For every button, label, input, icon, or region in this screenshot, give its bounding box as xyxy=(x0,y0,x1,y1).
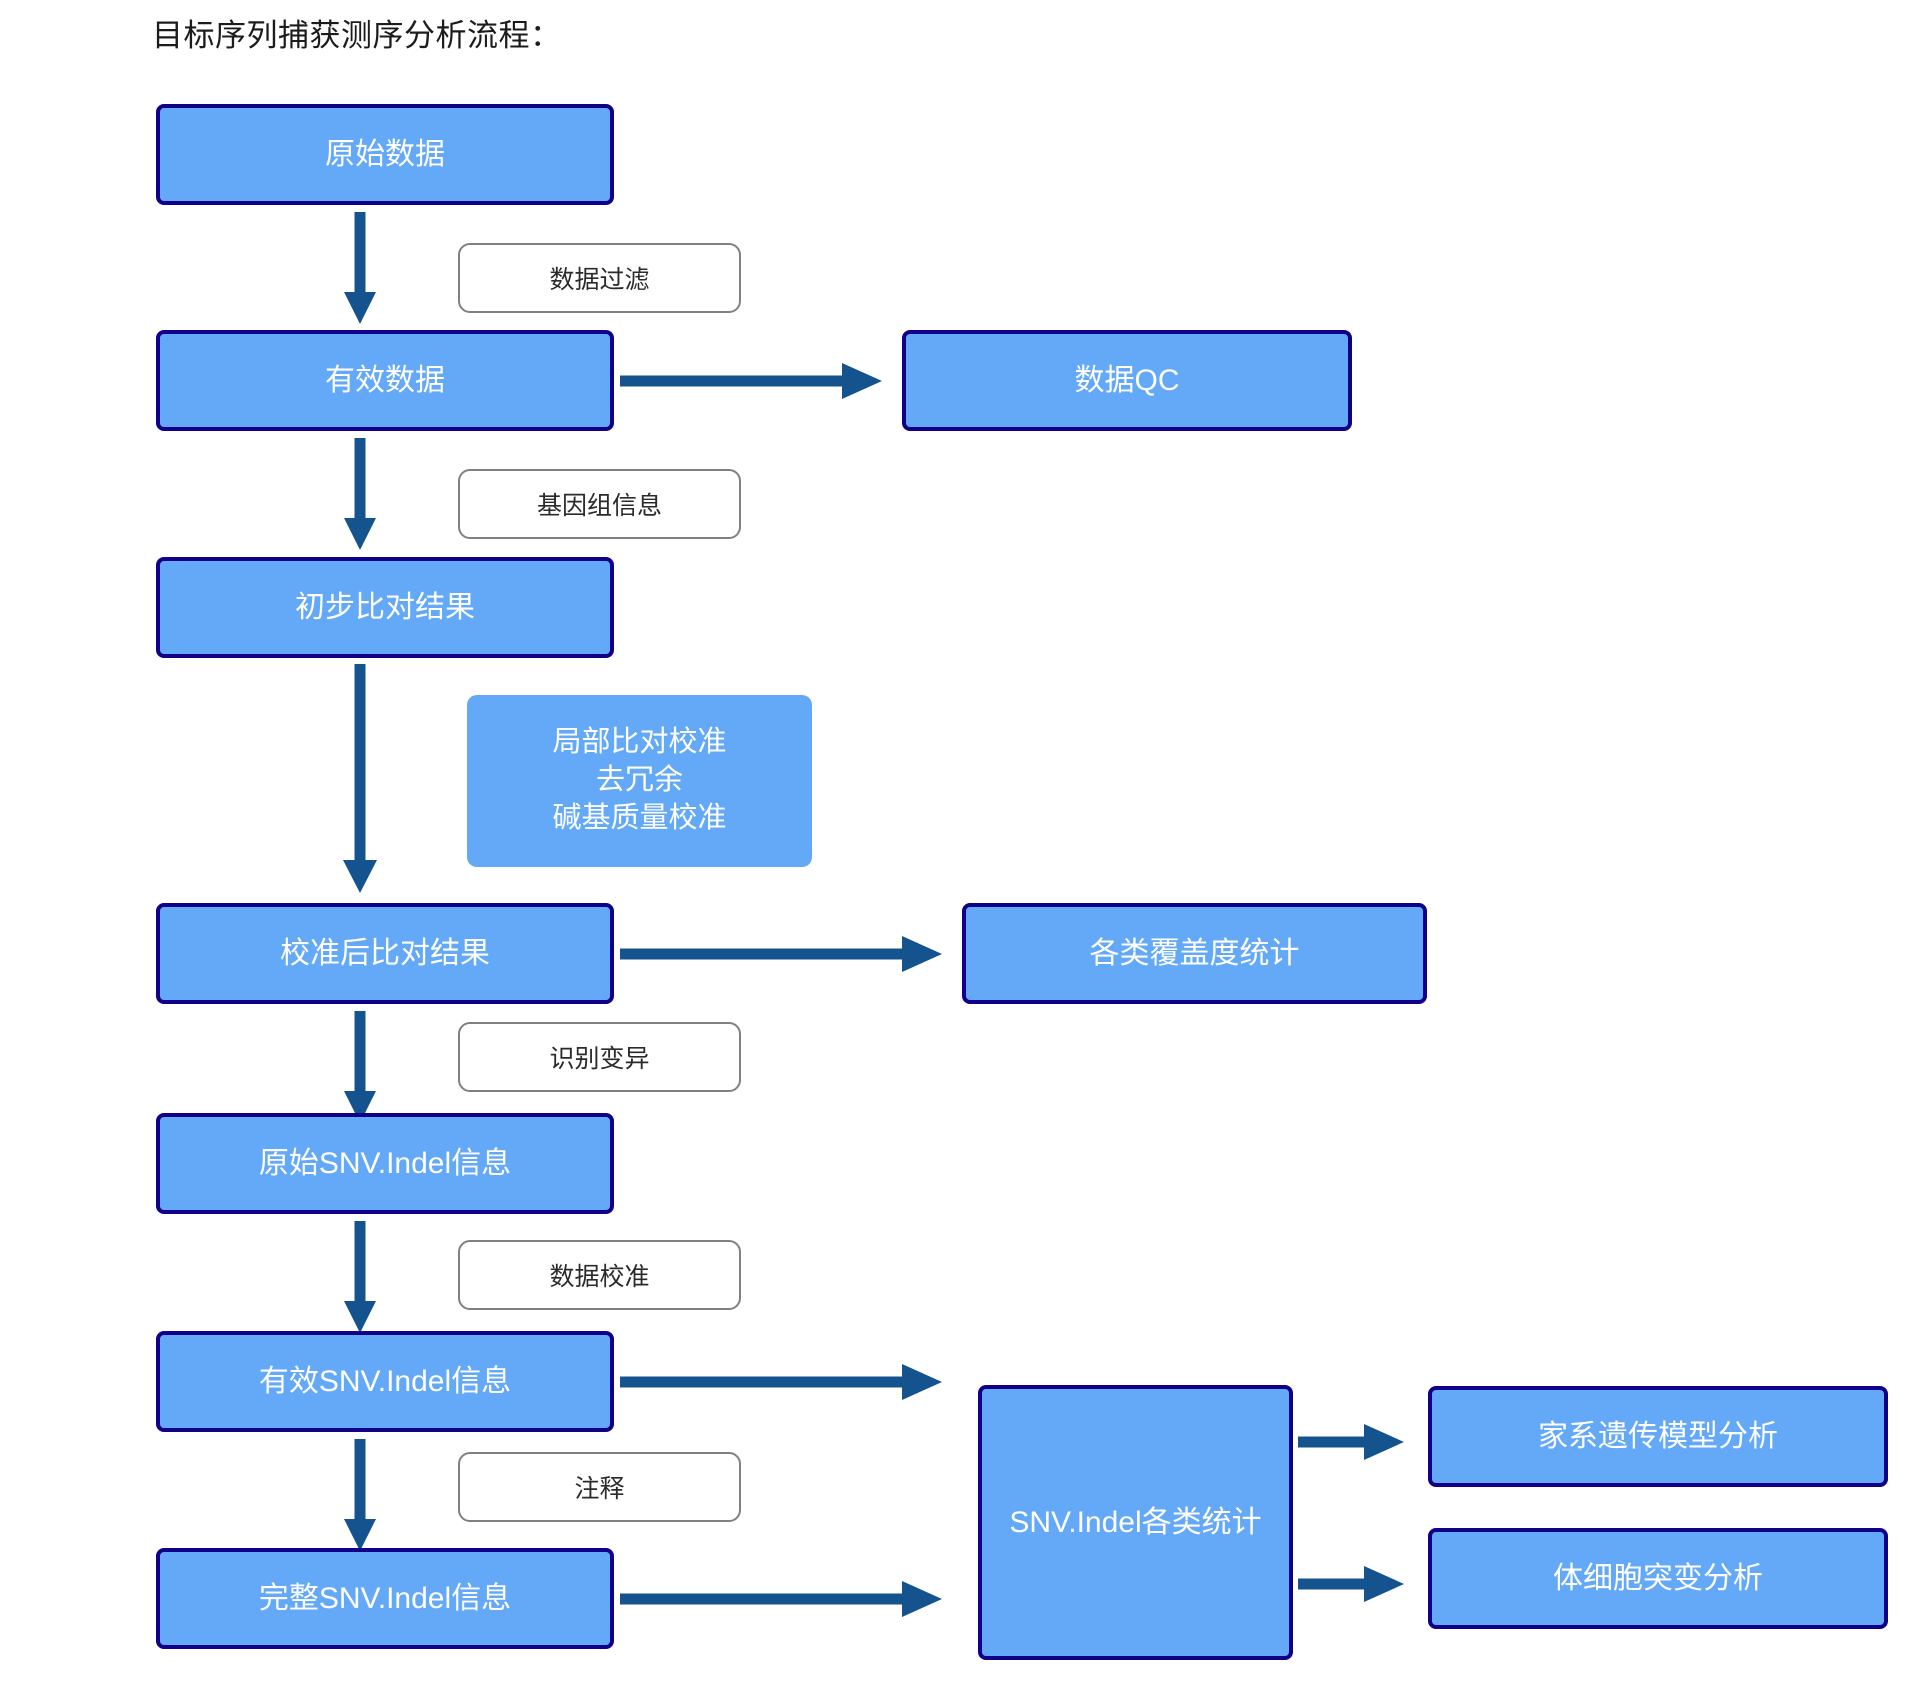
node-recalibrated-alignment-label: 校准后比对结果 xyxy=(280,936,490,970)
node-valid-snv-indel-label: 有效SNV.Indel信息 xyxy=(258,1364,512,1398)
node-raw-snv-indel[interactable]: 原始SNV.Indel信息 xyxy=(156,1113,614,1214)
node-valid-data[interactable]: 有效数据 xyxy=(156,330,614,431)
node-valid-data-label: 有效数据 xyxy=(325,363,445,397)
node-data-qc[interactable]: 数据QC xyxy=(902,330,1352,431)
arrow-down-icon xyxy=(344,1221,376,1333)
node-raw-data[interactable]: 原始数据 xyxy=(156,104,614,205)
callout-line-1: 局部比对校准 xyxy=(552,726,727,759)
edge-label-genome-info: 基因组信息 xyxy=(458,469,741,539)
arrow-complete-snv-to-stats xyxy=(620,1576,960,1622)
edge-label-data-filter-text: 数据过滤 xyxy=(549,266,650,294)
edge-label-call-variants-text: 识别变异 xyxy=(549,1045,650,1073)
node-pedigree-inheritance-analysis[interactable]: 家系遗传模型分析 xyxy=(1428,1386,1888,1487)
arrow-raw-snv-to-valid-snv xyxy=(340,1221,380,1336)
callout-line-2: 去冗余 xyxy=(595,764,683,797)
node-raw-data-label: 原始数据 xyxy=(325,137,445,171)
node-snv-indel-stats[interactable]: SNV.Indel各类统计 xyxy=(978,1385,1293,1660)
arrow-right-icon xyxy=(620,1581,942,1617)
arrow-valid-snv-to-complete-snv xyxy=(340,1439,380,1554)
edge-label-genome-info-text: 基因组信息 xyxy=(536,492,662,520)
edge-label-data-recalibration: 数据校准 xyxy=(458,1240,741,1310)
arrow-down-icon xyxy=(344,1439,376,1551)
edge-label-data-recalibration-text: 数据校准 xyxy=(549,1263,650,1291)
callout-recalibration-steps: 局部比对校准 去冗余 碱基质量校准 xyxy=(467,695,812,867)
arrow-right-icon xyxy=(1298,1424,1404,1460)
node-complete-snv-indel[interactable]: 完整SNV.Indel信息 xyxy=(156,1548,614,1649)
node-somatic-mutation-analysis[interactable]: 体细胞突变分析 xyxy=(1428,1528,1888,1629)
arrow-recal-to-coverage xyxy=(620,931,960,977)
arrow-valid-to-initial-align xyxy=(340,438,380,553)
node-data-qc-label: 数据QC xyxy=(1074,363,1180,397)
edge-label-call-variants: 识别变异 xyxy=(458,1022,741,1092)
page-title: 目标序列捕获测序分析流程： xyxy=(152,18,562,53)
arrow-valid-snv-to-stats xyxy=(620,1359,960,1405)
node-somatic-mutation-analysis-label: 体细胞突变分析 xyxy=(1553,1561,1763,1595)
arrow-down-icon xyxy=(344,438,376,550)
node-coverage-stats-label: 各类覆盖度统计 xyxy=(1089,936,1300,970)
arrow-down-icon xyxy=(344,1011,376,1123)
node-pedigree-inheritance-analysis-label: 家系遗传模型分析 xyxy=(1538,1419,1778,1453)
arrow-right-icon xyxy=(620,1364,942,1400)
node-valid-snv-indel[interactable]: 有效SNV.Indel信息 xyxy=(156,1331,614,1432)
node-complete-snv-indel-label: 完整SNV.Indel信息 xyxy=(258,1581,512,1615)
node-initial-alignment[interactable]: 初步比对结果 xyxy=(156,557,614,658)
edge-label-annotation: 注释 xyxy=(458,1452,741,1522)
arrow-raw-to-valid xyxy=(340,212,380,327)
node-coverage-stats[interactable]: 各类覆盖度统计 xyxy=(962,903,1427,1004)
arrow-recal-to-raw-snv xyxy=(340,1011,380,1126)
node-raw-snv-indel-label: 原始SNV.Indel信息 xyxy=(258,1146,512,1180)
arrow-down-icon xyxy=(343,664,377,893)
edge-label-annotation-text: 注释 xyxy=(574,1475,625,1503)
arrow-right-icon xyxy=(620,936,942,972)
arrow-stats-to-pedigree xyxy=(1298,1419,1423,1465)
arrow-right-icon xyxy=(1298,1566,1404,1602)
callout-line-3: 碱基质量校准 xyxy=(552,801,727,834)
arrow-right-icon xyxy=(620,363,882,399)
arrow-initial-to-recal xyxy=(340,664,380,896)
node-snv-indel-stats-label: SNV.Indel各类统计 xyxy=(1009,1505,1262,1539)
node-recalibrated-alignment[interactable]: 校准后比对结果 xyxy=(156,903,614,1004)
arrow-stats-to-somatic xyxy=(1298,1561,1423,1607)
arrow-down-icon xyxy=(344,212,376,324)
arrow-valid-to-qc xyxy=(620,358,900,404)
edge-label-data-filter: 数据过滤 xyxy=(458,243,741,313)
node-initial-alignment-label: 初步比对结果 xyxy=(295,590,475,624)
